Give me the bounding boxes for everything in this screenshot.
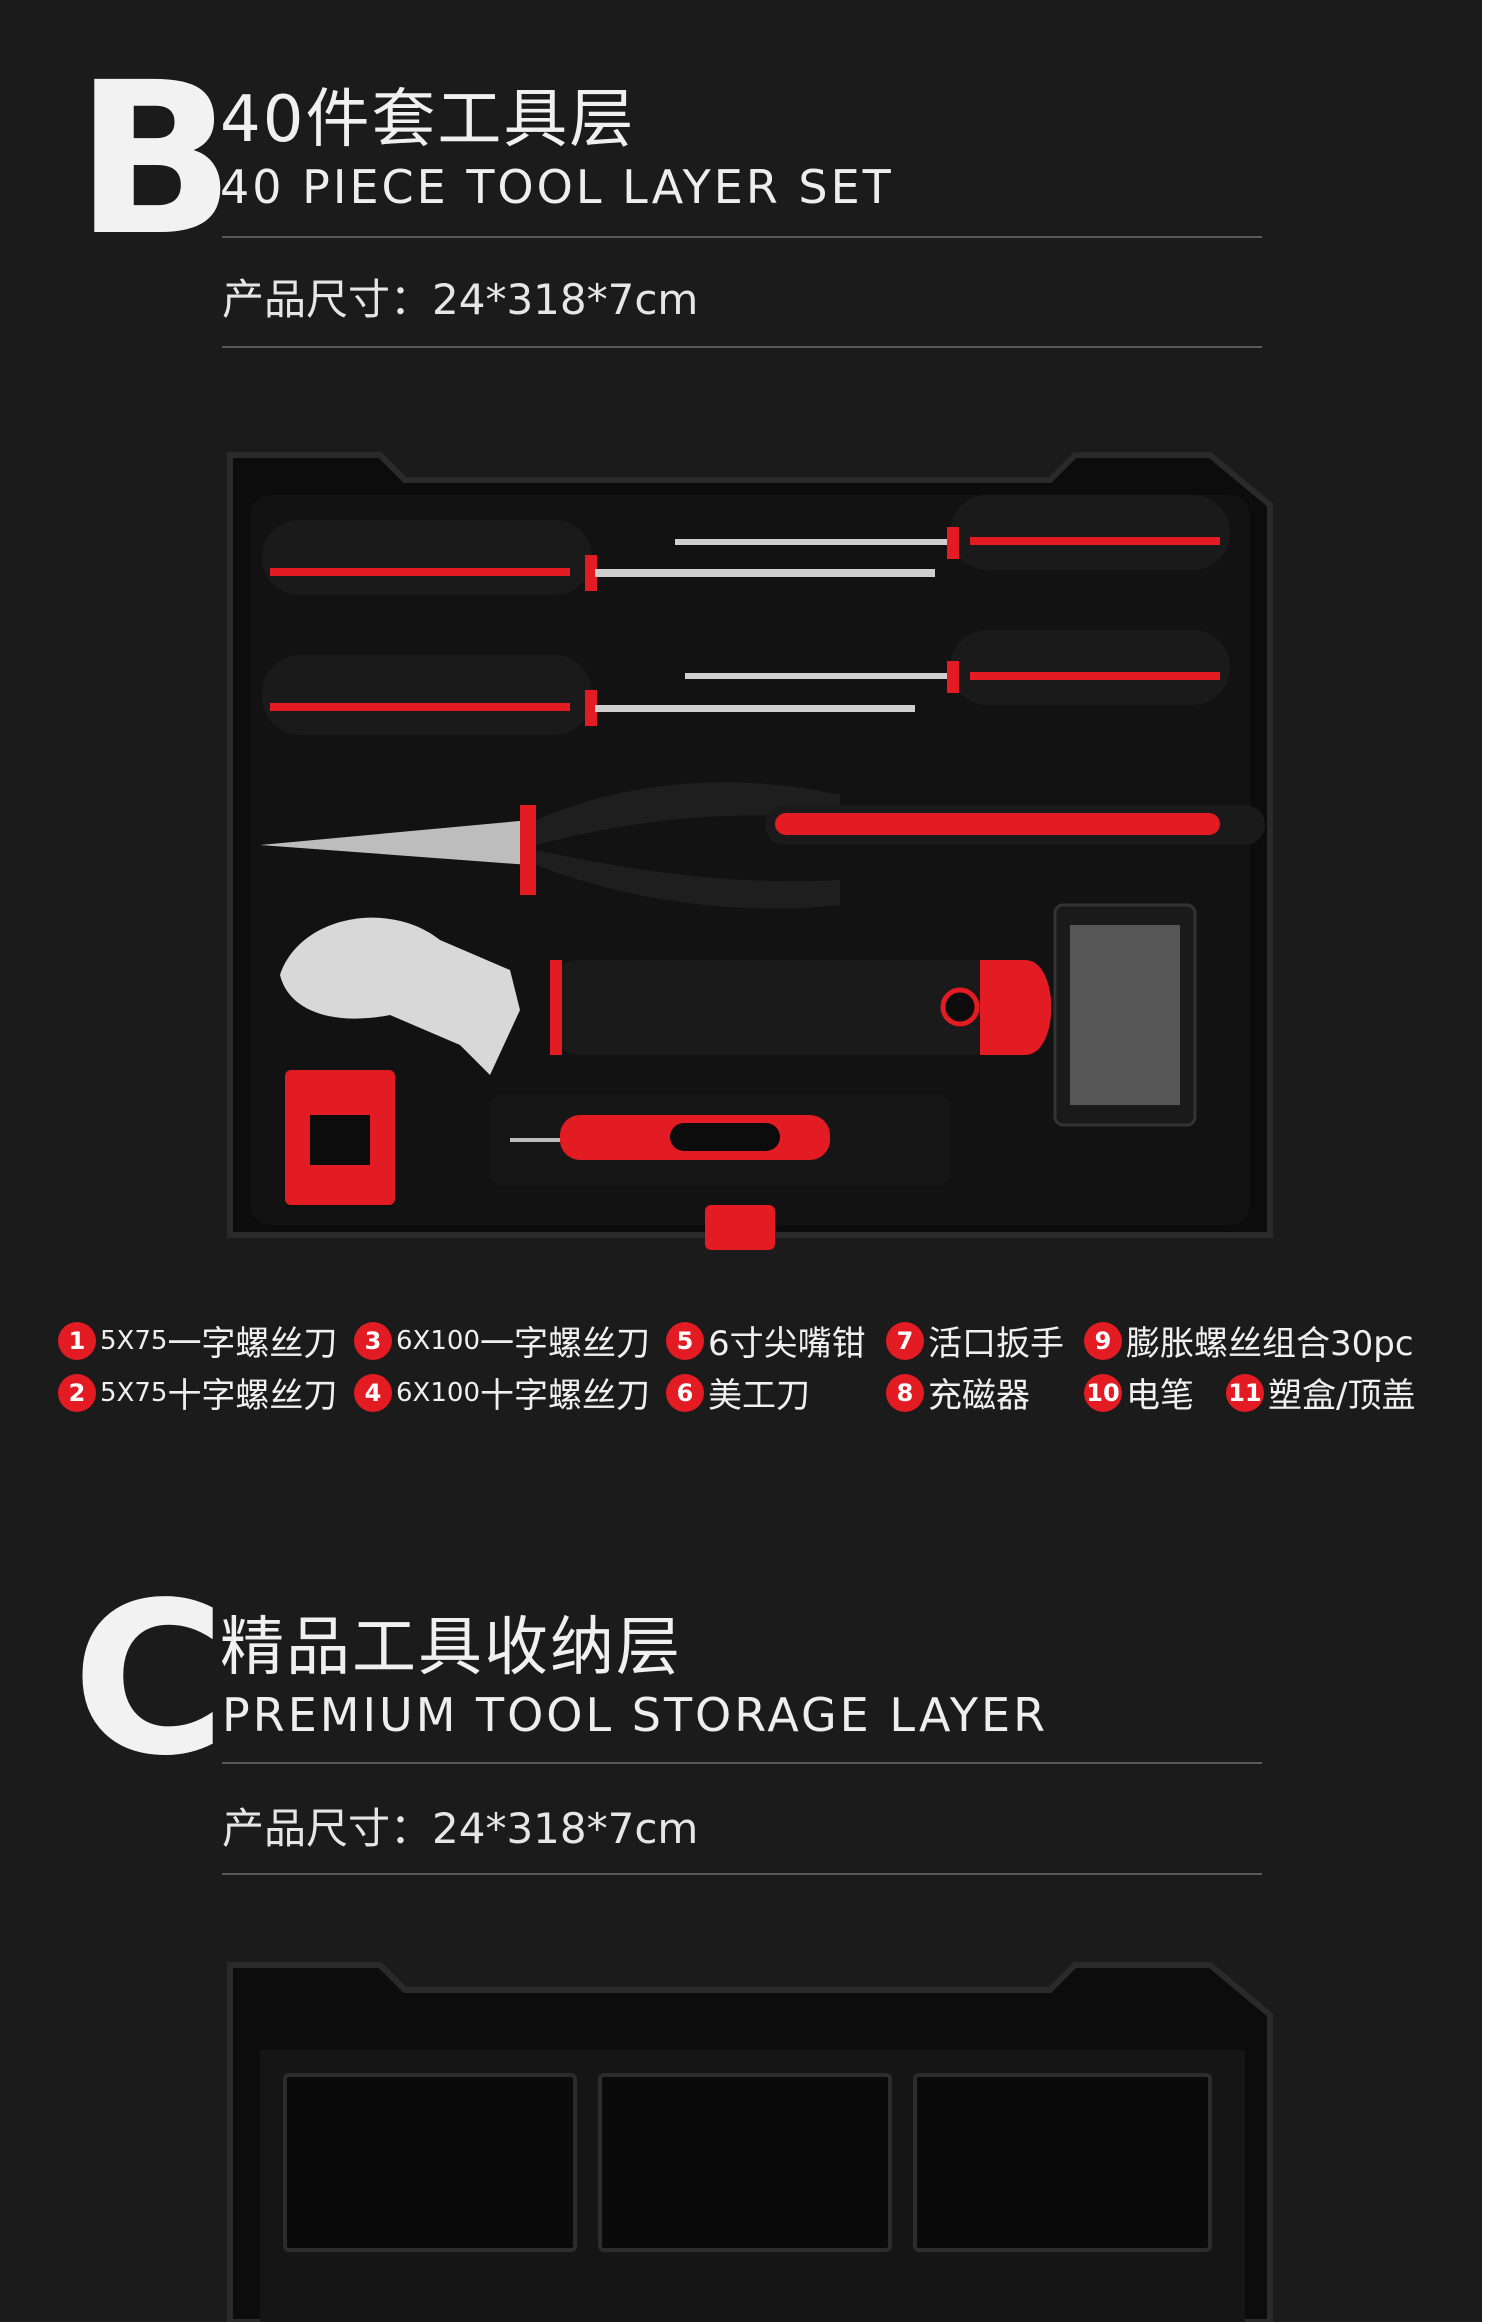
item-number-badge: 8: [886, 1373, 924, 1412]
item-number-badge: 10: [1084, 1373, 1122, 1412]
item-spec: 6X100: [396, 1325, 480, 1356]
item-spec: 5X75: [100, 1377, 168, 1408]
right-edge-strip: [1482, 0, 1500, 2322]
item-name: 十字螺丝刀: [167, 1376, 338, 1416]
section-c-title-cn: 精品工具收纳层: [220, 1611, 682, 1685]
utility-knife: [765, 805, 1265, 845]
item-name: 一字螺丝刀: [167, 1324, 338, 1364]
item-number-badge: 6: [666, 1373, 704, 1412]
item-number-badge: 1: [58, 1321, 96, 1360]
item-name: 充磁器: [928, 1376, 1030, 1416]
legend-item: 4 6X100 十字螺丝刀: [354, 1368, 650, 1417]
voltage-tester-pen: [490, 1095, 950, 1185]
item-name: 膨胀螺丝组合30pc: [1126, 1324, 1414, 1364]
legend-item: 11 塑盒/顶盖: [1226, 1368, 1415, 1417]
legend-row: 1 5X75 一字螺丝刀 3 6X100 一字螺丝刀 5 6寸尖嘴钳 7 活口扳…: [58, 1316, 1458, 1368]
item-number-badge: 2: [58, 1373, 96, 1412]
section-b-title-en: 40 PIECE TOOL LAYER SET: [220, 160, 894, 214]
legend-row: 2 5X75 十字螺丝刀 4 6X100 十字螺丝刀 6 美工刀 8 充磁器 1…: [58, 1368, 1458, 1420]
legend-item: 6 美工刀: [666, 1368, 810, 1417]
item-number-badge: 7: [886, 1321, 924, 1360]
item-spec: 6X100: [396, 1377, 480, 1408]
divider: [222, 1873, 1262, 1875]
item-name: 活口扳手: [928, 1324, 1064, 1364]
divider: [222, 346, 1262, 348]
item-number-badge: 3: [354, 1321, 392, 1360]
screwdriver-4: [685, 630, 1230, 705]
screwdriver-3: [675, 495, 1230, 570]
pliers: [260, 782, 840, 909]
item-spec: 5X75: [100, 1325, 168, 1356]
divider: [222, 1762, 1262, 1764]
item-number-badge: 5: [666, 1321, 704, 1360]
section-letter-b: B: [75, 37, 236, 282]
item-number-badge: 9: [1084, 1321, 1122, 1360]
section-b-title-cn: 40件套工具层: [220, 83, 636, 157]
legend-item: 7 活口扳手: [886, 1316, 1064, 1365]
item-name: 十字螺丝刀: [479, 1376, 650, 1416]
screwdriver-2: [262, 655, 915, 735]
legend-item: 1 5X75 一字螺丝刀: [58, 1316, 337, 1365]
section-b-size-label: 产品尺寸：24*318*7cm: [222, 275, 699, 324]
item-name: 塑盒/顶盖: [1268, 1376, 1416, 1416]
legend-item: 5 6寸尖嘴钳: [666, 1316, 866, 1365]
item-number-badge: 4: [354, 1373, 392, 1412]
section-c-title-en: PREMIUM TOOL STORAGE LAYER: [222, 1688, 1049, 1742]
divider: [222, 236, 1262, 238]
storage-compartment: [598, 2073, 892, 2252]
item-name: 一字螺丝刀: [479, 1324, 650, 1364]
legend-item: 9 膨胀螺丝组合30pc: [1084, 1316, 1414, 1365]
storage-compartment: [913, 2073, 1212, 2252]
expansion-screw-box: [1053, 903, 1197, 1127]
item-name: 美工刀: [708, 1376, 810, 1416]
screwdriver-1: [262, 520, 935, 595]
item-name: 6寸尖嘴钳: [708, 1324, 866, 1364]
magnetizer: [285, 1070, 395, 1205]
legend-item: 10 电笔: [1084, 1368, 1194, 1417]
item-name: 电笔: [1126, 1376, 1194, 1416]
adjustable-wrench: [280, 917, 1052, 1075]
legend-item: 3 6X100 一字螺丝刀: [354, 1316, 650, 1365]
legend-item: 2 5X75 十字螺丝刀: [58, 1368, 337, 1417]
latch: [705, 1205, 775, 1250]
section-letter-c: C: [72, 1557, 227, 1802]
legend-item: 8 充磁器: [886, 1368, 1030, 1417]
item-number-badge: 11: [1226, 1373, 1264, 1412]
storage-tray-illustration: [227, 1962, 1273, 2322]
section-c-size-label: 产品尺寸：24*318*7cm: [222, 1804, 699, 1853]
tool-tray-illustration: [227, 452, 1273, 1250]
storage-compartment: [283, 2073, 577, 2252]
